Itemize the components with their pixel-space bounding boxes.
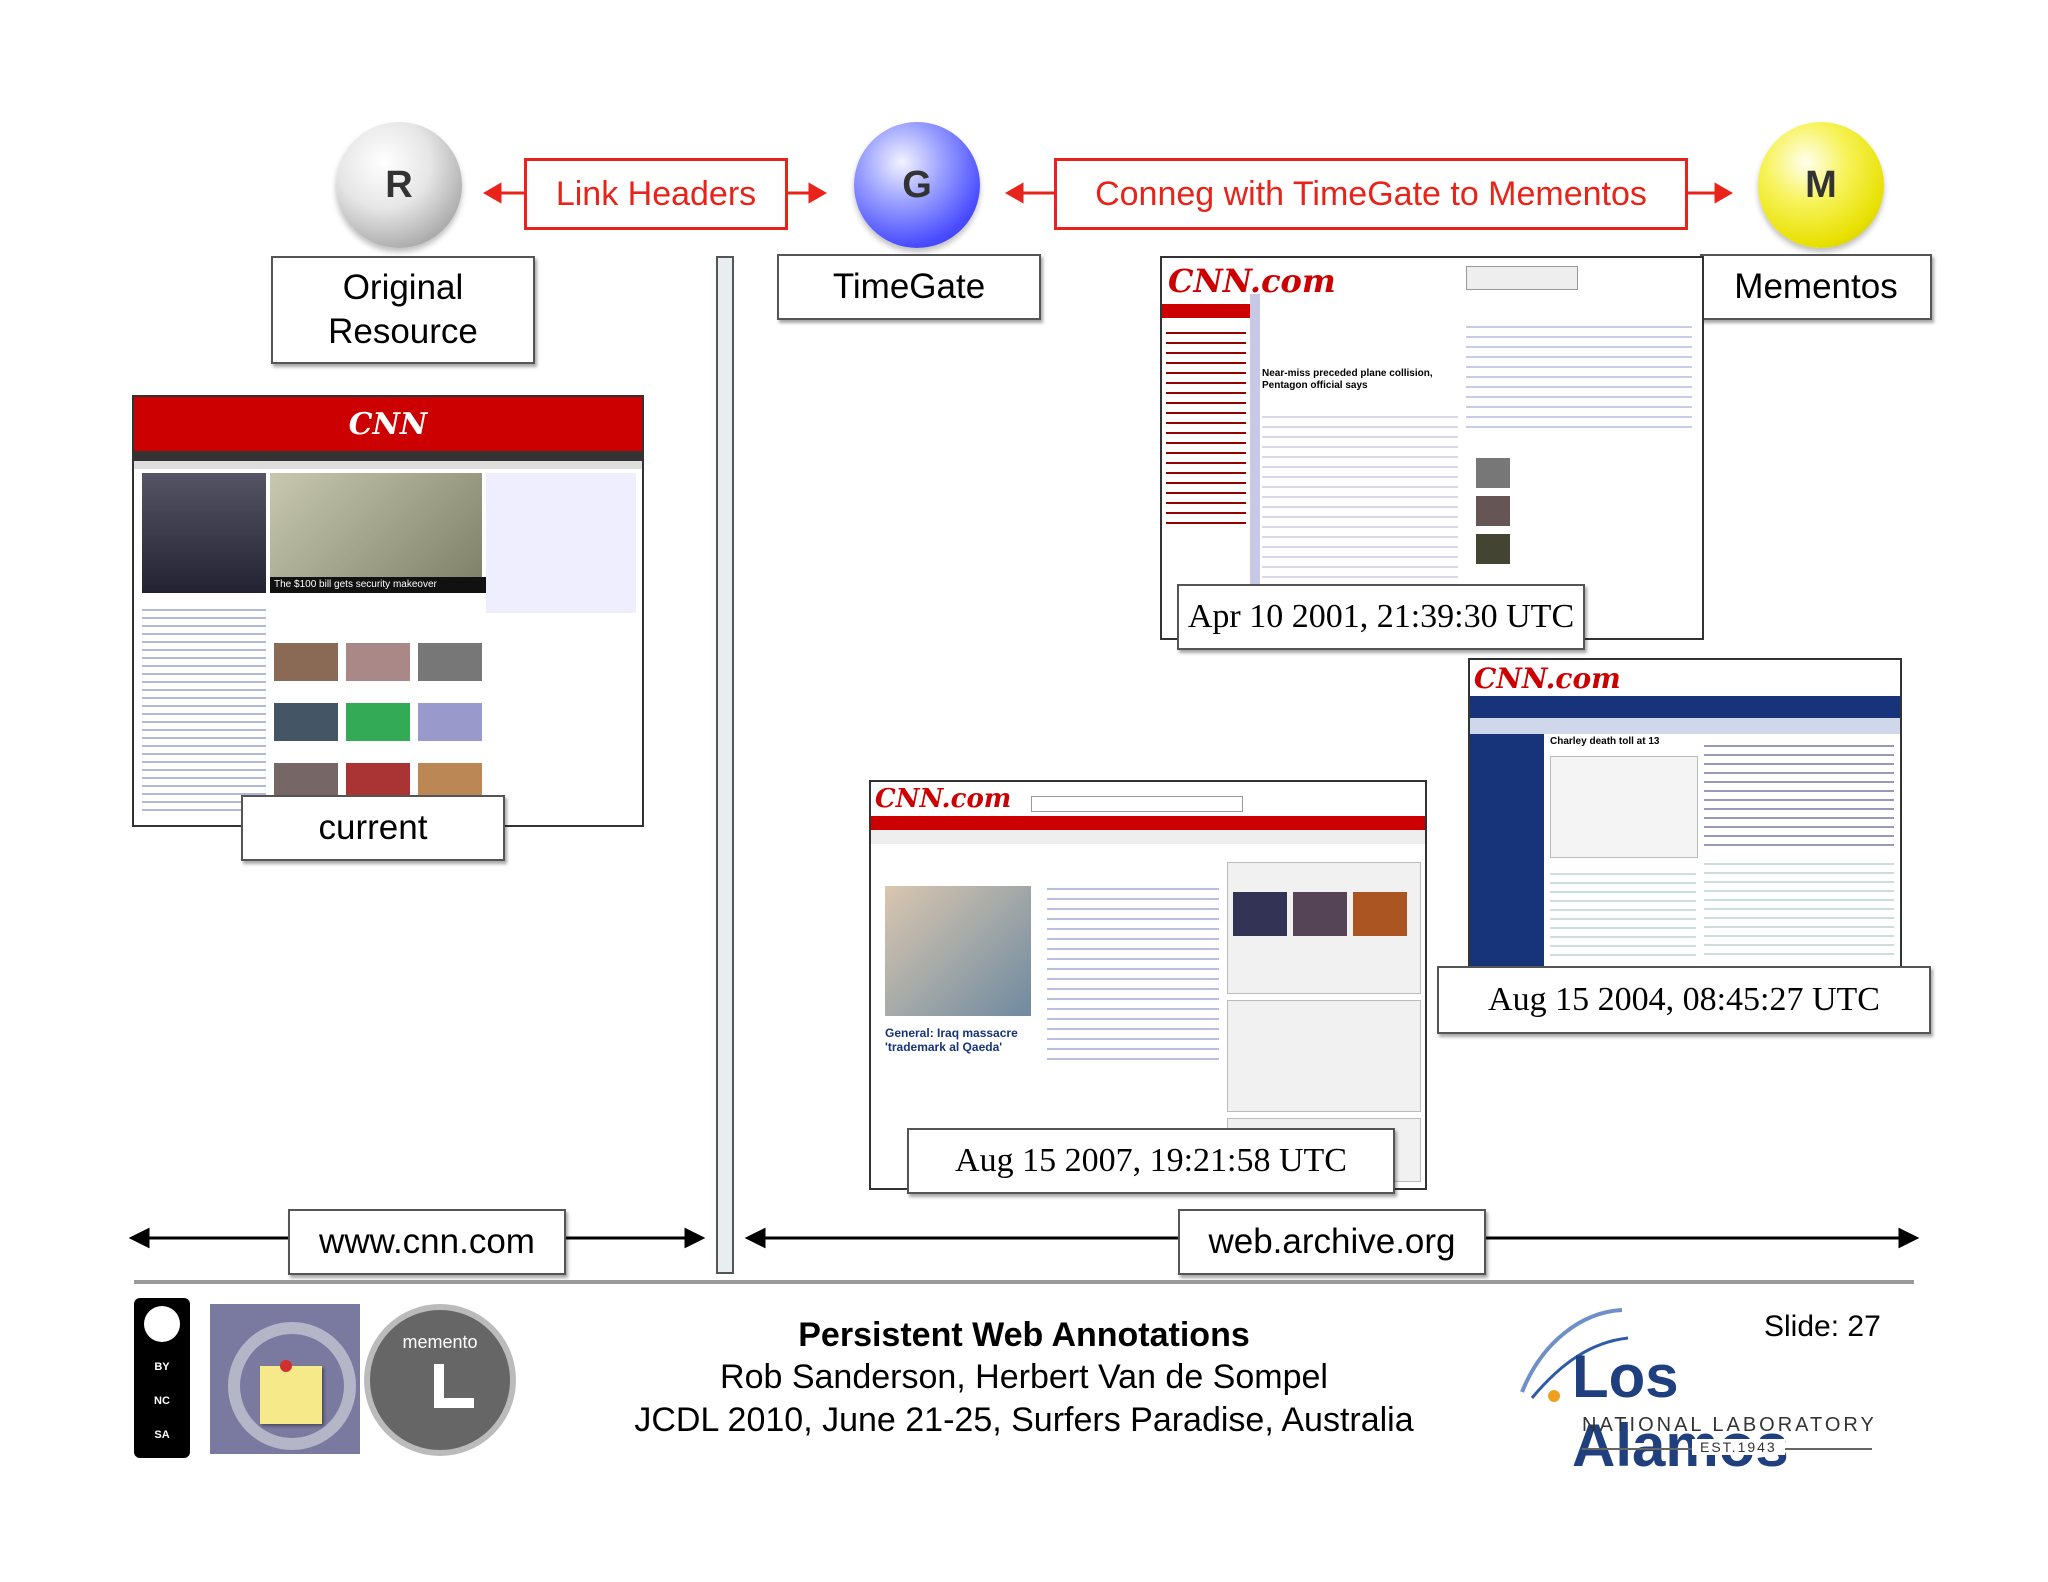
headline-2007: General: Iraq massacre 'trademark al Qae… (885, 1026, 1018, 1055)
annotation-logo-icon (210, 1304, 360, 1454)
protocol-arrows (482, 182, 1734, 204)
lanl-est: EST.1943 (1692, 1439, 1785, 1455)
timegate-node-icon: G (854, 122, 980, 248)
divider-bar (716, 256, 734, 1274)
original-resource-node-icon: R (336, 122, 462, 248)
thumb-7 (274, 763, 338, 801)
conneg-arrow-right-head (1714, 182, 1734, 204)
node-letter-r: R (385, 163, 413, 206)
current-news-list (142, 603, 266, 813)
lanl-logo: Los Alamos NATIONAL LABORATORY EST.1943 (1512, 1302, 1892, 1479)
mementos-node-icon: M (1758, 122, 1884, 248)
thumb-3 (418, 643, 482, 681)
thumb-9 (418, 763, 482, 801)
current-cnn-screenshot: CNN The $100 bill gets security makeover (132, 395, 644, 827)
domain-arrows (128, 1227, 1920, 1249)
thumb-4 (274, 703, 338, 741)
thumb-2 (346, 643, 410, 681)
memento-2004-screenshot: CNN.com Charley death toll at 13 (1468, 658, 1902, 968)
bill-photo (270, 473, 482, 593)
headline-2004: Charley death toll at 13 (1550, 736, 1660, 747)
link-headers-arrow-right-head (808, 182, 828, 204)
thumb-8 (346, 763, 410, 801)
link-headers-label: Link Headers (524, 158, 788, 230)
cnn-logo: CNN (348, 406, 428, 442)
lanl-name: Los Alamos (1572, 1343, 1789, 1479)
footer-separator (134, 1280, 1914, 1284)
date-2004: Aug 15 2004, 08:45:27 UTC (1437, 966, 1931, 1034)
right-domain-arrow-left-head (744, 1227, 766, 1249)
footer-title: Persistent Web Annotations (798, 1316, 1250, 1354)
left-domain-arrow-right-head (684, 1227, 706, 1249)
domain-cnn-label: www.cnn.com (288, 1209, 566, 1275)
left-domain-arrow-left-head (128, 1227, 150, 1249)
thumb-5 (346, 703, 410, 741)
mementos-label: Mementos (1700, 254, 1932, 320)
memento-logo-text: memento (402, 1332, 478, 1352)
cnn-2007-logo: CNN.com (875, 784, 1012, 814)
slide-number: Slide: 27 (1764, 1310, 1881, 1343)
current-sidebar (486, 473, 636, 613)
domain-archive-label: web.archive.org (1178, 1209, 1486, 1275)
current-label: current (241, 795, 505, 861)
lanl-orbit-icon (1520, 1308, 1629, 1402)
timegate-label: TimeGate (777, 254, 1041, 320)
footer-authors: Rob Sanderson, Herbert Van de Sompel (720, 1358, 1328, 1396)
headline-2001: Near-miss preceded plane collision, Pent… (1262, 368, 1433, 391)
thumb-6 (418, 703, 482, 741)
search-box-2001 (1466, 266, 1578, 290)
footer-venue: JCDL 2010, June 21-25, Surfers Paradise,… (634, 1401, 1414, 1439)
conneg-label: Conneg with TimeGate to Mementos (1054, 158, 1688, 230)
link-headers-arrow-left-head (482, 182, 502, 204)
cc-by-label: BY (154, 1361, 170, 1373)
sports-photo (142, 473, 266, 593)
lanl-sub: NATIONAL LABORATORY (1582, 1414, 1877, 1436)
conneg-arrow-left-head (1004, 182, 1024, 204)
cc-sa-label: SA (154, 1429, 170, 1441)
cc-nc-label: NC (154, 1395, 170, 1407)
current-headline: The $100 bill gets security makeover (270, 577, 486, 593)
cnn-2001-logo: CNN.com (1168, 262, 1336, 300)
node-letter-m: M (1805, 163, 1837, 206)
right-domain-arrow-right-head (1898, 1227, 1920, 1249)
date-2001: Apr 10 2001, 21:39:30 UTC (1177, 584, 1585, 650)
thumb-1 (274, 643, 338, 681)
original-resource-label: Original Resource (271, 256, 535, 364)
node-letter-g: G (902, 163, 932, 206)
cc-license-icon: BY NC SA (134, 1298, 190, 1458)
memento-logo-icon: memento (364, 1304, 516, 1456)
memento-2001-screenshot: CNN.com Near-miss preceded plane collisi… (1160, 256, 1704, 640)
cnn-2004-logo: CNN.com (1474, 662, 1621, 695)
date-2007: Aug 15 2007, 19:21:58 UTC (907, 1128, 1395, 1194)
